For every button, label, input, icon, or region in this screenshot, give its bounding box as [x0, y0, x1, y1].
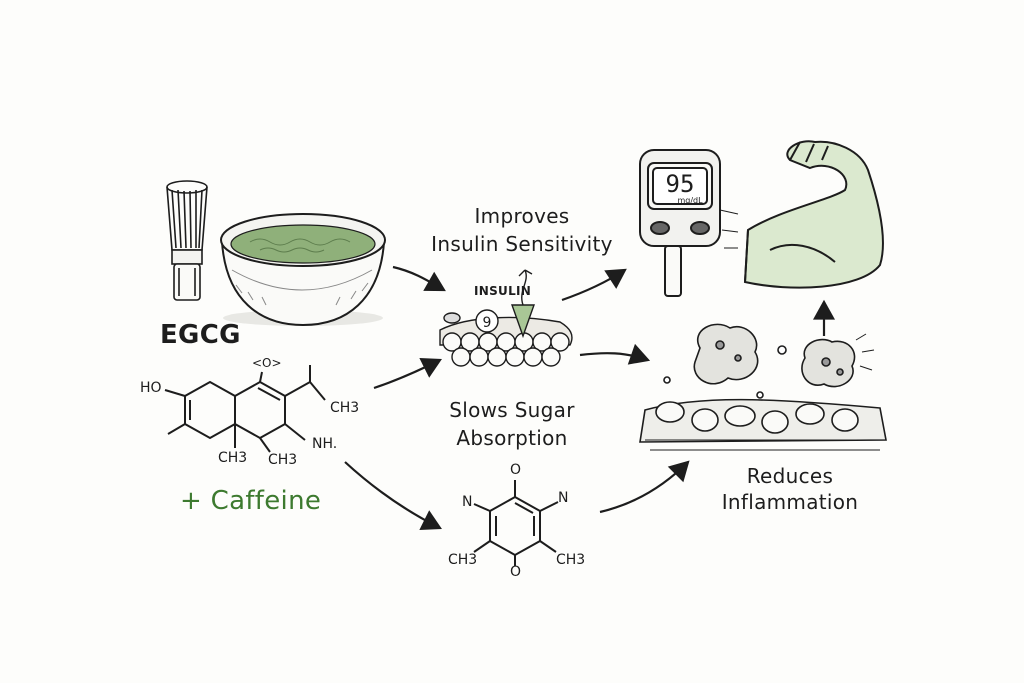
egcg-ho: HO [140, 380, 162, 396]
caffeine-o-bottom: O [510, 564, 522, 580]
sugar-absorption-label-line1: Slows Sugar [449, 398, 575, 422]
matcha-bowl-icon [220, 213, 386, 327]
egcg-ch3-b: CH3 [268, 452, 298, 468]
egcg-top-o: <O> [252, 356, 282, 370]
insulin-receptor-number: 9 [483, 315, 492, 331]
arrow-bowl-to-lining [392, 265, 446, 292]
arrow-lining-to-meter [561, 268, 627, 302]
caffeine-ch3-right: CH3 [556, 552, 586, 568]
insulin-sensitivity-label-line2: Insulin Sensitivity [431, 232, 613, 256]
egcg-structure-drawing [164, 365, 326, 453]
glucose-meter-icon [639, 149, 721, 297]
whisk-icon [166, 180, 208, 301]
caffeine-n-left: N [462, 494, 473, 510]
arrow-lining-to-cells [579, 343, 651, 365]
arrow-caffeine-to-cells [599, 460, 690, 514]
sugar-absorption-label-line2: Absorption [456, 426, 568, 450]
arrow-egcg-to-lining [373, 358, 442, 390]
flow-arrows [344, 265, 835, 530]
caffeine-n-right: N [558, 490, 569, 506]
insulin-tag: INSULIN [474, 284, 532, 298]
inflammation-label-line2: Inflammation [721, 490, 859, 514]
flexed-arm-icon [719, 140, 884, 289]
inflammation-cells-illustration [639, 323, 887, 451]
arrow-egcg-to-caffeine [344, 461, 442, 530]
egcg-ch3-a: CH3 [218, 450, 248, 466]
caffeine-o-top: O [510, 462, 522, 478]
inflammation-label-line1: Reduces [746, 464, 834, 488]
egcg-ch3-right: CH3 [330, 400, 360, 416]
egcg-nh: NH. [312, 436, 338, 452]
intestine-lining-illustration [439, 269, 573, 367]
glucose-unit: mg/dL [677, 196, 703, 205]
egcg-label: EGCG [160, 320, 241, 350]
glucose-reading: 95 [665, 170, 695, 198]
caffeine-structure-drawing [473, 480, 559, 566]
caffeine-label: + Caffeine [180, 486, 322, 516]
insulin-sensitivity-label-line1: Improves [474, 204, 570, 228]
caffeine-ch3-left: CH3 [448, 552, 478, 568]
